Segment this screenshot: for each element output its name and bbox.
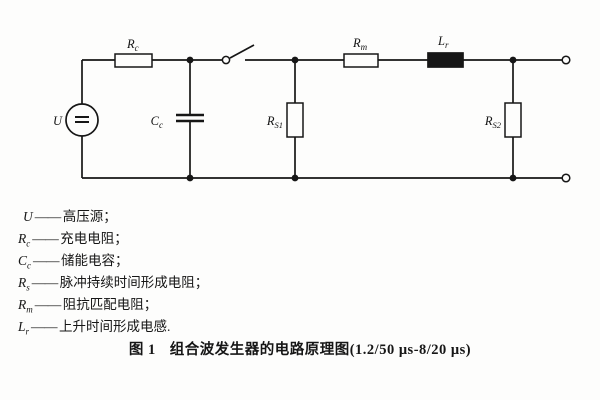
legend-symbol: U [23, 209, 33, 224]
label-cc: Cc [151, 114, 163, 130]
legend-symbol: R [18, 275, 27, 290]
legend-desc: 储能电容； [61, 253, 129, 268]
legend-desc: 高压源； [62, 209, 117, 224]
inductor-lr [427, 52, 464, 68]
junction-dots [186, 56, 517, 182]
legend-dash: —— [32, 231, 59, 246]
legend-item-cc: Cc——储能电容； [18, 253, 129, 271]
circuit-schematic: U Rc Cc RS1 Rm Lr RS2 [53, 34, 571, 183]
voltage-source [65, 60, 99, 178]
resistor-rm [343, 53, 379, 68]
figure-title: 组合波发生器的电路原理图(1.2/50 μs-8/20 μs) [169, 342, 472, 358]
legend-item-lr: Lr——上升时间形成电感. [18, 319, 171, 337]
label-rm: Rm [352, 36, 368, 52]
terminal-top-icon [561, 55, 571, 65]
capacitor-cc [176, 60, 204, 178]
terminal-bottom-icon [561, 173, 571, 183]
resistor-rs1 [286, 60, 304, 178]
legend-desc: 上升时间形成电感. [59, 319, 171, 334]
label-source: U [53, 114, 63, 128]
legend-dash: —— [31, 319, 58, 334]
figure-number: 图 1 [128, 342, 156, 358]
legend-desc: 充电电阻； [60, 231, 128, 246]
legend-item-u: U——高压源； [18, 206, 208, 228]
legend-item-rm: Rm——阻抗匹配电阻； [18, 297, 158, 315]
label-lr: Lr [437, 34, 449, 50]
label-rs1: RS1 [266, 114, 283, 130]
resistor-rs2 [504, 60, 522, 178]
legend-dash: —— [34, 297, 62, 312]
figure-caption: 图 1 组合波发生器的电路原理图(1.2/50 μs-8/20 μs) [0, 338, 600, 359]
legend-dash: —— [34, 209, 62, 224]
legend-symbol: C [18, 253, 28, 268]
legend: U——高压源； Rc——充电电阻； Cc——储能电容； Rs——脉冲持续时间形成… [18, 206, 208, 338]
legend-dash: —— [33, 253, 60, 268]
legend-symbol: R [18, 231, 27, 246]
legend-item-rs: Rs——脉冲持续时间形成电阻； [18, 275, 209, 293]
legend-symbol: L [18, 319, 26, 334]
switch [221, 44, 255, 65]
legend-item-rc: Rc——充电电阻； [18, 231, 128, 249]
legend-desc: 脉冲持续时间形成电阻； [59, 275, 209, 290]
legend-dash: —— [31, 275, 59, 290]
label-rc: Rc [126, 37, 139, 53]
legend-symbol: R [18, 297, 27, 312]
legend-desc: 阻抗匹配电阻； [62, 297, 158, 312]
label-rs2: RS2 [484, 114, 502, 130]
resistor-rc [114, 53, 153, 68]
